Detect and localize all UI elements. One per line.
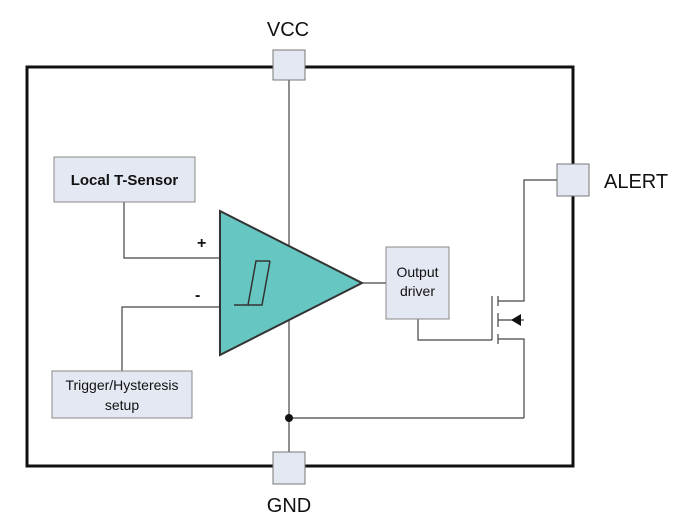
- gnd-label: GND: [267, 495, 311, 517]
- sensor-label: Local T-Sensor: [71, 172, 179, 189]
- gnd-pin: [272, 451, 306, 485]
- alert-pin: [556, 163, 590, 197]
- trigger-wire: [121, 306, 220, 371]
- trigger-label-line2: setup: [105, 397, 139, 413]
- vcc-label: VCC: [267, 19, 309, 41]
- vcc-pin: [272, 49, 306, 81]
- sensor-wire: [123, 202, 220, 259]
- comparator: [219, 209, 365, 357]
- driver-label-line1: Output: [396, 264, 438, 280]
- driver-label-line2: driver: [400, 283, 435, 299]
- minus-input-label: -: [195, 287, 200, 304]
- trigger-label-line1: Trigger/Hysteresis: [65, 377, 178, 393]
- output-driver-block: [385, 246, 450, 320]
- trigger-block: [51, 370, 193, 419]
- plus-input-label: +: [197, 235, 206, 252]
- mosfet-symbol: [491, 179, 557, 418]
- junction-dot: [285, 414, 293, 422]
- sensor-block: [53, 156, 196, 203]
- alert-label: ALERT: [604, 171, 668, 193]
- gate-wire: [417, 319, 492, 341]
